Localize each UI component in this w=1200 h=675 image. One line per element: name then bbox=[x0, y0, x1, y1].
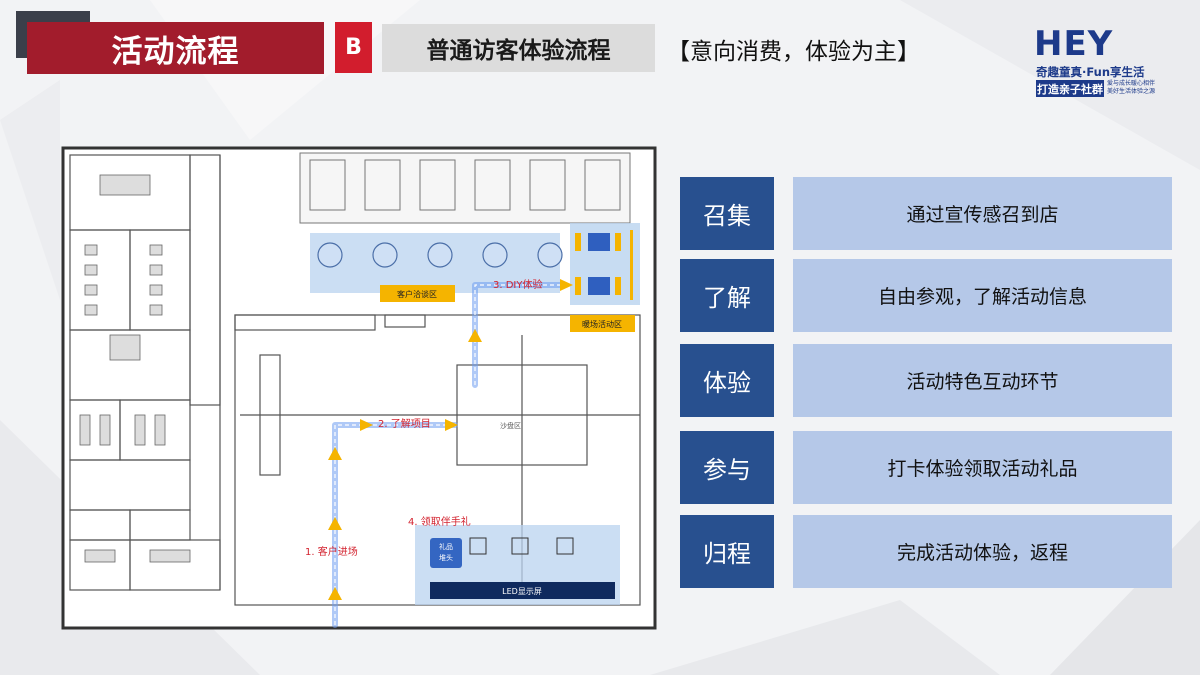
step-value: 通过宣传感召到店 bbox=[793, 177, 1172, 250]
step-key: 参与 bbox=[680, 431, 774, 504]
floor-plan: 沙盘区 客户洽谈区 暖场活动区 礼品 堆头 LED显示屏 bbox=[61, 146, 657, 630]
zone-warm-label: 暖场活动区 bbox=[582, 319, 622, 329]
step-key: 归程 bbox=[680, 515, 774, 588]
led-screen-label: LED显示屏 bbox=[502, 587, 542, 596]
section-note: 【意向消费，体验为主】 bbox=[667, 39, 920, 65]
svg-text:堆头: 堆头 bbox=[439, 553, 453, 562]
step-row: 归程 完成活动体验，返程 bbox=[680, 515, 1172, 588]
step-value: 打卡体验领取活动礼品 bbox=[793, 431, 1172, 504]
section-badge: B bbox=[335, 22, 372, 73]
flow-step-1: 1. 客户进场 bbox=[305, 545, 358, 558]
page-title: 活动流程 bbox=[27, 22, 324, 74]
brand-logo: HEY 奇趣童真·Fun享生活 打造亲子社群 爱与成长暖心相伴 美好生活体验之源 bbox=[1032, 24, 1172, 100]
flow-step-3: 3. DIY体验 bbox=[493, 278, 542, 291]
logo-wordmark: HEY bbox=[1034, 24, 1114, 64]
flow-step-2: 2. 了解项目 bbox=[378, 417, 431, 430]
step-row: 召集 通过宣传感召到店 bbox=[680, 177, 1172, 250]
step-key: 体验 bbox=[680, 344, 774, 417]
logo-mini-text: 爱与成长暖心相伴 美好生活体验之源 bbox=[1107, 80, 1156, 95]
plan-center-label: 沙盘区 bbox=[500, 421, 521, 430]
step-key: 了解 bbox=[680, 259, 774, 332]
step-key: 召集 bbox=[680, 177, 774, 250]
step-row: 了解 自由参观，了解活动信息 bbox=[680, 259, 1172, 332]
flow-step-4: 4. 领取伴手礼 bbox=[408, 515, 471, 528]
gift-box-label: 礼品 bbox=[439, 542, 453, 551]
zone-negotiation-label: 客户洽谈区 bbox=[397, 289, 437, 299]
step-value: 活动特色互动环节 bbox=[793, 344, 1172, 417]
step-row: 体验 活动特色互动环节 bbox=[680, 344, 1172, 417]
step-value: 自由参观，了解活动信息 bbox=[793, 259, 1172, 332]
section-subtitle: 普通访客体验流程 bbox=[382, 24, 655, 72]
step-row: 参与 打卡体验领取活动礼品 bbox=[680, 431, 1172, 504]
logo-tagline: 奇趣童真·Fun享生活 bbox=[1036, 65, 1145, 79]
logo-box-label: 打造亲子社群 bbox=[1036, 80, 1104, 97]
step-value: 完成活动体验，返程 bbox=[793, 515, 1172, 588]
